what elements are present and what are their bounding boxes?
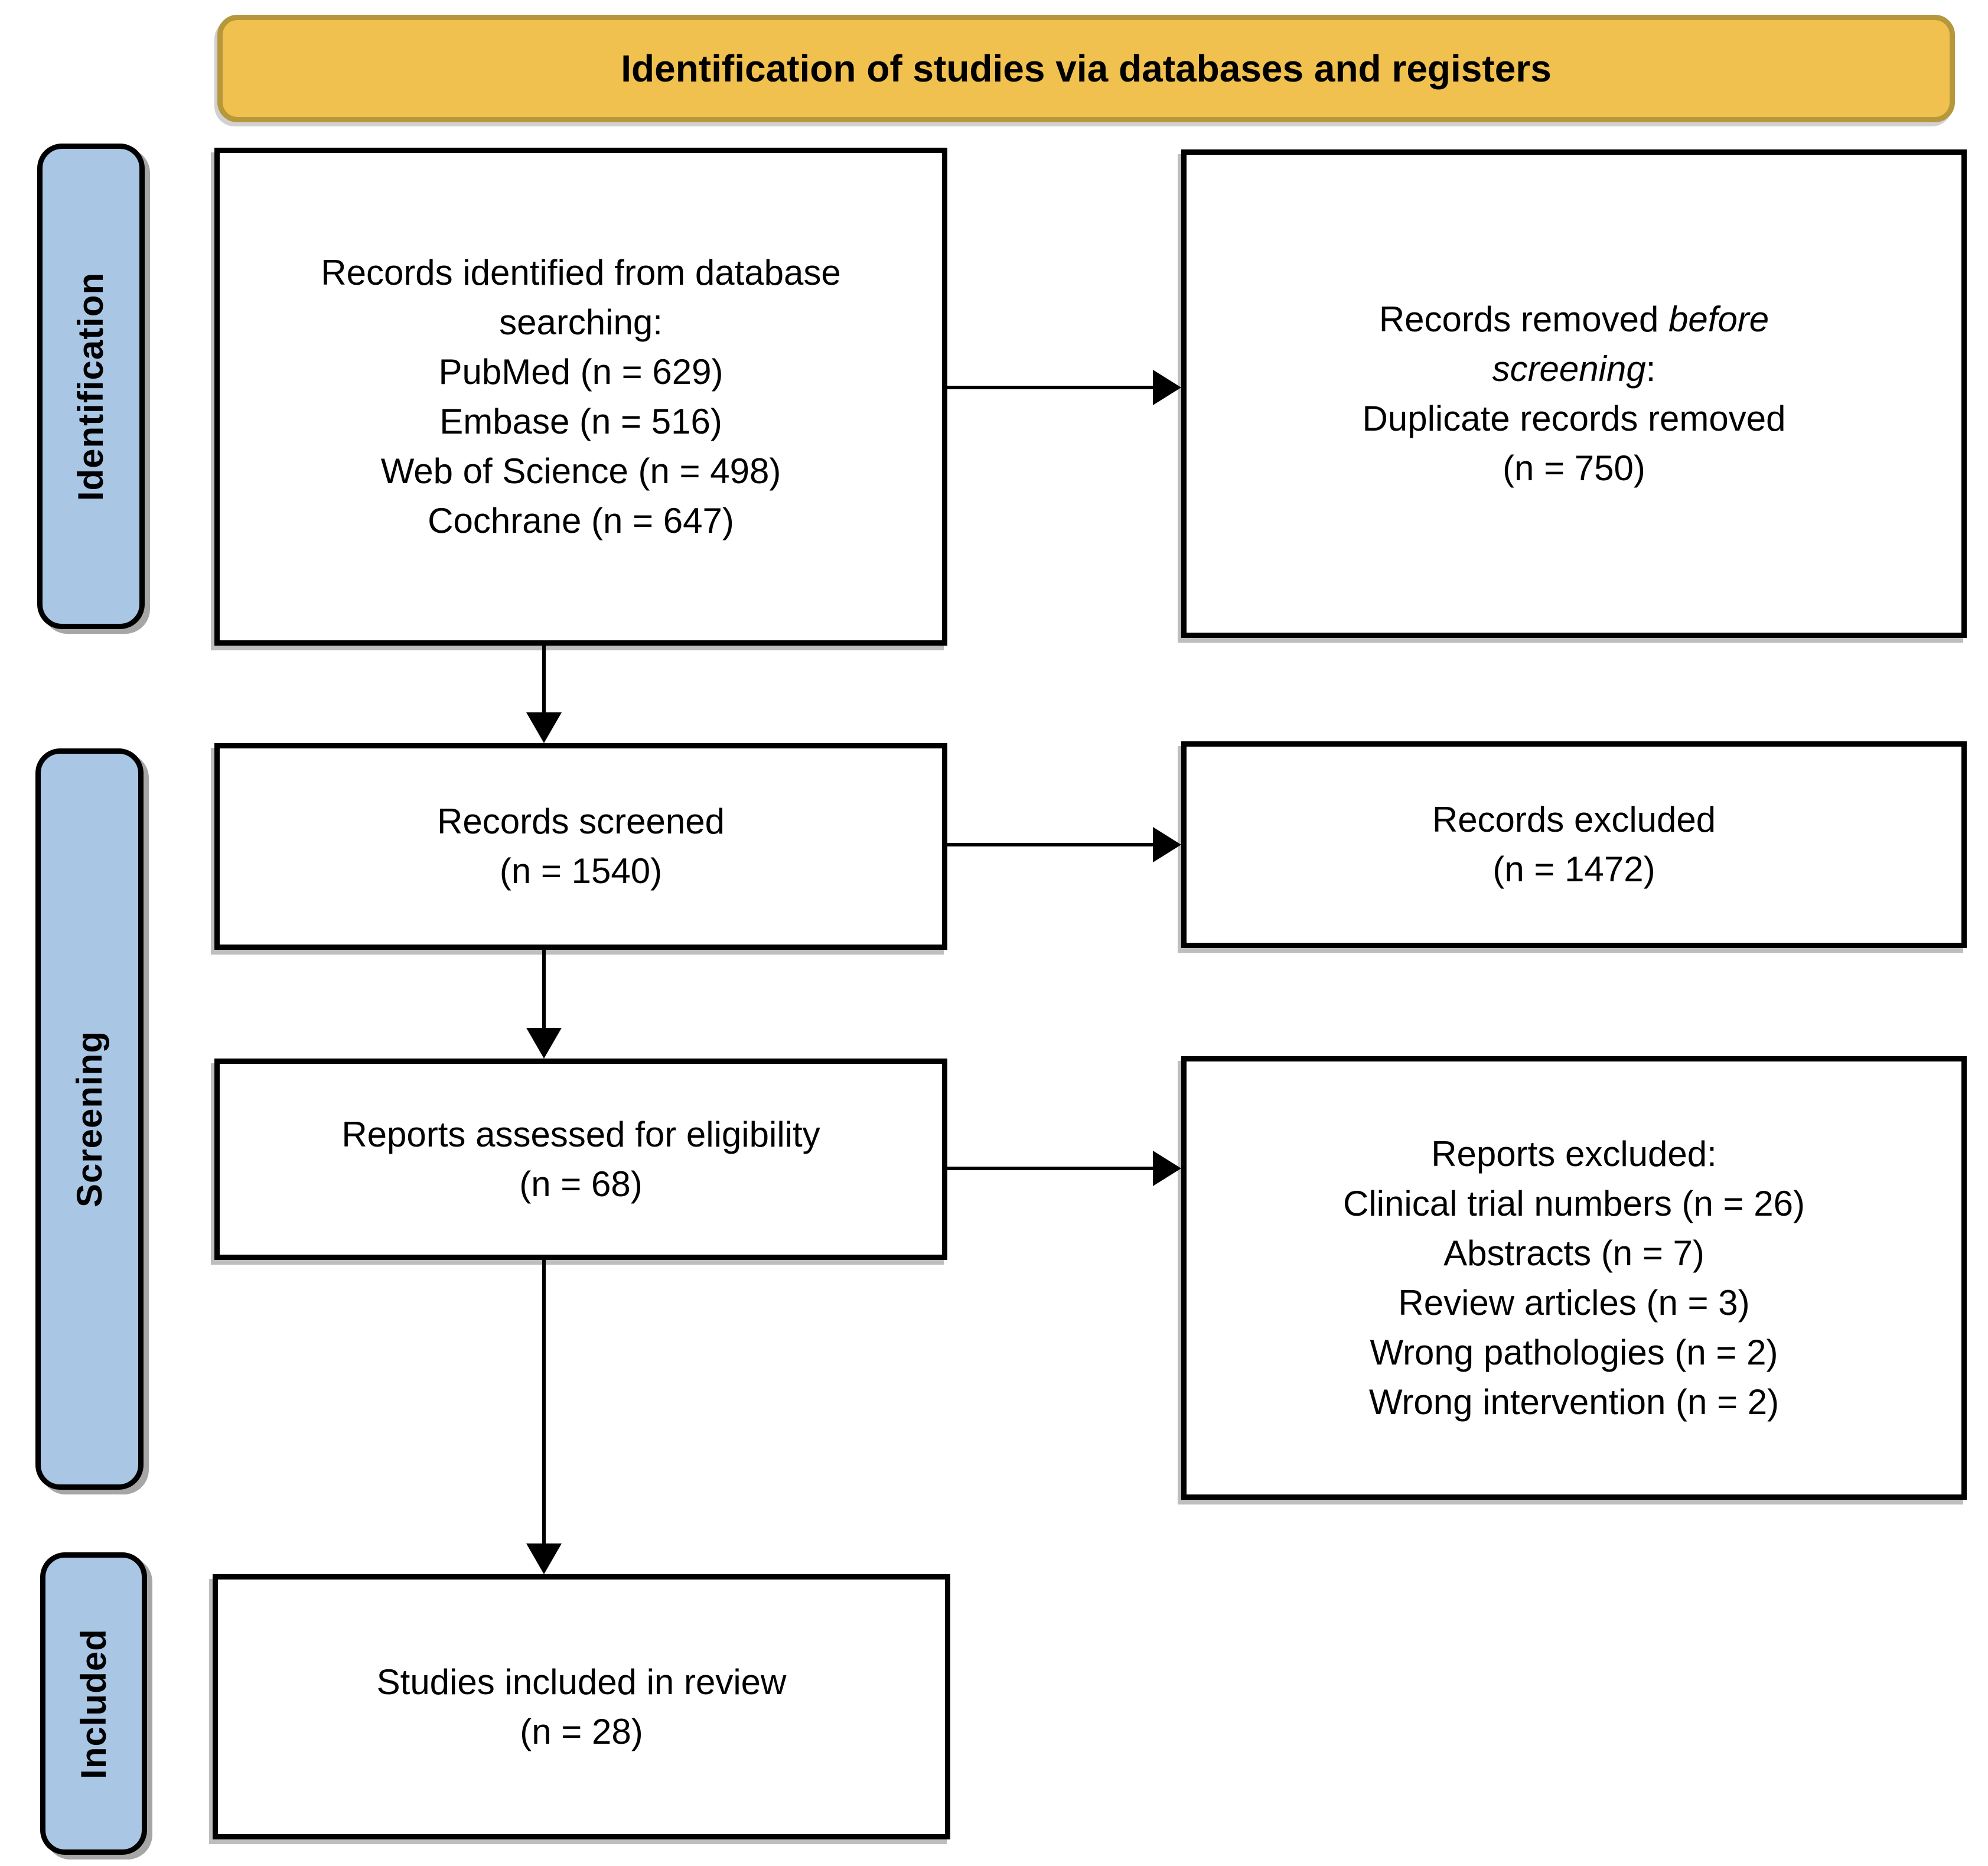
- box-records-excluded: Records excluded (n = 1472): [1181, 741, 1967, 948]
- box-line: Records screened: [437, 802, 725, 841]
- box-line-text: Records removed: [1378, 299, 1669, 339]
- box-records-screened: Records screened (n = 1540): [214, 743, 947, 950]
- banner-title: Identification of studies via databases …: [217, 15, 1955, 122]
- box-line: Reports excluded:: [1431, 1134, 1717, 1174]
- stage-label-screening-text: Screening: [70, 1030, 110, 1208]
- box-line-italic-text: screening: [1492, 349, 1646, 389]
- box-line: (n = 750): [1503, 448, 1645, 488]
- box-line: Studies included in review: [376, 1662, 787, 1702]
- box-studies-included: Studies included in review (n = 28): [213, 1574, 950, 1839]
- box-line: Reports assessed for eligibility: [341, 1114, 820, 1154]
- arrow-line: [542, 950, 546, 1030]
- arrowhead-right-icon: [1153, 370, 1181, 405]
- box-line: Embase (n = 516): [439, 401, 722, 441]
- box-records-removed: Records removed before screening: Duplic…: [1181, 149, 1967, 638]
- arrow-line: [947, 1167, 1155, 1170]
- arrowhead-right-icon: [1153, 1151, 1181, 1186]
- arrowhead-right-icon: [1153, 827, 1181, 862]
- box-line: Review articles (n = 3): [1398, 1282, 1750, 1323]
- box-line: (n = 1472): [1492, 849, 1655, 889]
- box-reports-assessed: Reports assessed for eligibility (n = 68…: [214, 1059, 947, 1260]
- box-line: Clinical trial numbers (n = 26): [1343, 1183, 1805, 1223]
- box-line: (n = 28): [520, 1711, 643, 1751]
- box-line: Cochrane (n = 647): [428, 500, 734, 540]
- box-line: Records excluded: [1432, 800, 1716, 839]
- stage-label-screening: Screening: [35, 748, 144, 1490]
- box-records-identified: Records identified from database searchi…: [214, 148, 947, 646]
- box-line: Web of Science (n = 498): [380, 451, 781, 491]
- box-line: Wrong pathologies (n = 2): [1370, 1332, 1778, 1372]
- box-line: searching:: [499, 302, 663, 342]
- box-line: PubMed (n = 629): [438, 351, 723, 392]
- banner-title-text: Identification of studies via databases …: [621, 47, 1552, 90]
- box-line: (n = 1540): [499, 851, 663, 891]
- arrowhead-down-icon: [526, 712, 562, 743]
- box-line: Records removed before: [1379, 295, 1769, 344]
- arrowhead-down-icon: [526, 1543, 562, 1574]
- stage-label-included: Included: [40, 1552, 147, 1855]
- box-line: Duplicate records removed: [1362, 398, 1786, 438]
- box-line: Abstracts (n = 7): [1443, 1233, 1705, 1273]
- arrowhead-down-icon: [526, 1028, 562, 1059]
- box-line: screening:: [1492, 344, 1656, 394]
- stage-label-identification-text: Identification: [71, 272, 111, 501]
- arrow-line: [947, 843, 1155, 846]
- box-reports-excluded: Reports excluded: Clinical trial numbers…: [1181, 1056, 1967, 1500]
- box-line-italic-text: before: [1668, 299, 1769, 339]
- box-line: Wrong intervention (n = 2): [1368, 1382, 1780, 1422]
- box-line-text: :: [1645, 349, 1656, 389]
- stage-label-identification: Identification: [37, 144, 145, 629]
- arrow-line: [542, 646, 546, 717]
- arrow-line: [542, 1260, 546, 1545]
- box-line: (n = 68): [519, 1164, 643, 1204]
- stage-label-included-text: Included: [74, 1628, 113, 1779]
- box-line: Records identified from database: [321, 252, 841, 292]
- arrow-line: [947, 386, 1155, 389]
